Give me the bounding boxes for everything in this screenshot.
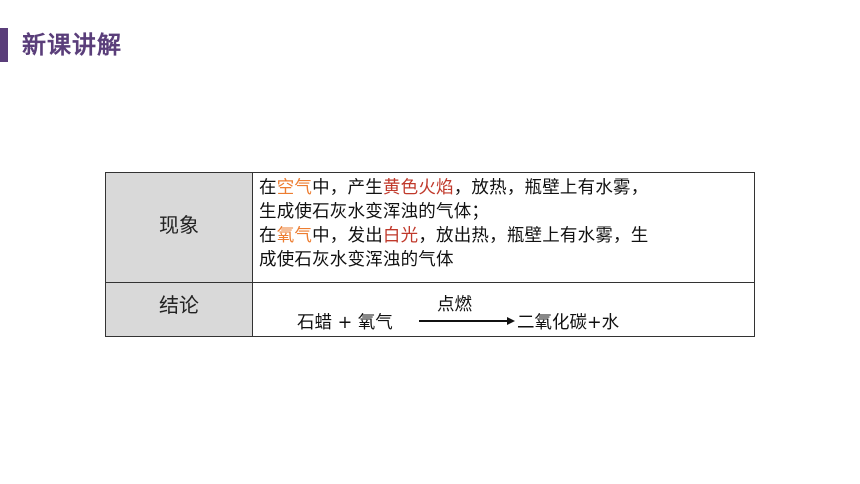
highlight-yellow-flame: 黄色火焰 xyxy=(382,178,454,198)
page-title: 新课讲解 xyxy=(22,31,122,59)
phenomenon-label: 现象 xyxy=(159,213,199,237)
table-row: 现象 在空气中，产生黄色火焰，放热，瓶壁上有水雾， 生成使石灰水变浑浊的气体； … xyxy=(105,172,755,283)
conclusion-content: 石蜡 + 氧气 点燃 二氧化碳+水 xyxy=(252,282,755,337)
highlight-air: 空气 xyxy=(276,178,313,198)
title-accent-bar xyxy=(0,28,8,62)
reaction-equation: 石蜡 + 氧气 点燃 二氧化碳+水 xyxy=(253,283,754,335)
text: 中，产生 xyxy=(312,178,383,198)
reaction-arrow-icon xyxy=(419,317,515,325)
reactants: 石蜡 + 氧气 xyxy=(297,313,393,333)
label-cell: 现象 xyxy=(105,172,253,283)
summary-table: 现象 在空气中，产生黄色火焰，放热，瓶壁上有水雾， 生成使石灰水变浑浊的气体； … xyxy=(105,172,755,337)
text: 在 xyxy=(259,178,277,198)
phenomenon-content: 在空气中，产生黄色火焰，放热，瓶壁上有水雾， 生成使石灰水变浑浊的气体； 在氧气… xyxy=(252,172,755,283)
text: ，放热，瓶壁上有水雾， xyxy=(453,178,649,198)
products: 二氧化碳+水 xyxy=(517,313,620,333)
label-cell: 结论 xyxy=(105,282,253,337)
reaction-condition: 点燃 xyxy=(437,295,472,315)
text: 中，发出 xyxy=(312,226,383,246)
highlight-oxygen: 氧气 xyxy=(276,226,313,246)
text: ，放出热，瓶壁上有水雾，生 xyxy=(418,226,649,246)
phenomenon-line-1: 在空气中，产生黄色火焰，放热，瓶壁上有水雾， xyxy=(259,176,750,200)
conclusion-label: 结论 xyxy=(159,293,199,317)
text: 在 xyxy=(259,226,277,246)
phenomenon-line-4: 成使石灰水变浑浊的气体 xyxy=(259,250,454,270)
phenomenon-line-3: 在氧气中，发出白光，放出热，瓶壁上有水雾，生 xyxy=(259,224,750,248)
highlight-white-light: 白光 xyxy=(382,226,419,246)
table-row: 结论 石蜡 + 氧气 点燃 二氧化碳+水 xyxy=(105,282,755,337)
phenomenon-line-2: 生成使石灰水变浑浊的气体； xyxy=(259,202,490,222)
